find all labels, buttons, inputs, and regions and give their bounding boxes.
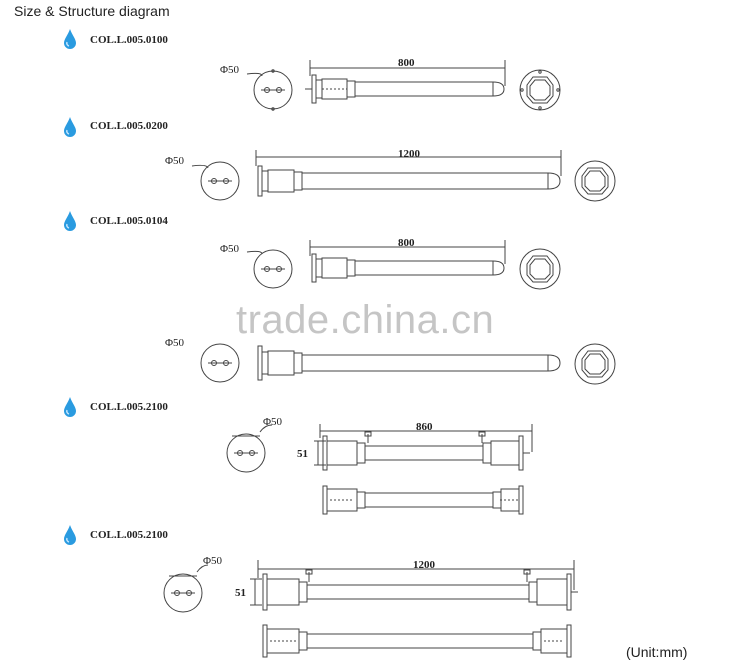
height-label: 51 bbox=[235, 587, 246, 599]
length-label: 1200 bbox=[398, 148, 421, 160]
end-view-circle bbox=[200, 343, 240, 383]
dimension-line bbox=[255, 150, 562, 176]
diameter-label: Φ50 bbox=[263, 416, 283, 428]
watermark: trade.china.cn bbox=[236, 298, 495, 342]
length-label: 800 bbox=[398, 237, 415, 249]
end-view-circle bbox=[191, 161, 240, 201]
dimension-line bbox=[309, 240, 506, 264]
end-view-circle bbox=[226, 424, 273, 473]
octagon-end-view bbox=[519, 248, 561, 290]
model-code: COL.L.005.0200 bbox=[90, 120, 168, 132]
diameter-label: Φ50 bbox=[220, 64, 240, 76]
end-view-circle bbox=[246, 69, 293, 111]
end-view-circle bbox=[163, 564, 209, 613]
water-drop-icon bbox=[64, 525, 76, 545]
octagon-end-view bbox=[519, 69, 561, 111]
length-label: 860 bbox=[416, 421, 433, 433]
tube-side-view bbox=[322, 431, 530, 471]
length-label: 800 bbox=[398, 57, 415, 69]
dimension-line bbox=[314, 424, 533, 466]
diameter-label: Φ50 bbox=[220, 243, 240, 255]
tube-side-view bbox=[305, 74, 505, 104]
model-code: COL.L.005.2100 bbox=[90, 401, 168, 413]
diameter-label: Φ50 bbox=[165, 155, 185, 167]
water-drop-icon bbox=[64, 29, 76, 49]
water-drop-icon bbox=[64, 117, 76, 137]
water-drop-icon bbox=[64, 397, 76, 417]
height-label: 51 bbox=[297, 448, 308, 460]
diameter-label: Φ50 bbox=[203, 555, 223, 567]
diameter-label: Φ50 bbox=[165, 337, 185, 349]
dimension-line bbox=[309, 60, 506, 86]
dimension-line bbox=[250, 560, 575, 606]
tube-side-view bbox=[257, 165, 561, 197]
model-code: COL.L.005.0104 bbox=[90, 215, 168, 227]
page-title: Size & Structure diagram bbox=[14, 3, 170, 19]
water-drop-icon bbox=[64, 211, 76, 231]
unit-label: (Unit:mm) bbox=[626, 644, 688, 660]
length-label: 1200 bbox=[413, 559, 436, 571]
end-view-circle bbox=[246, 249, 293, 289]
model-code: COL.L.005.0100 bbox=[90, 34, 168, 46]
model-code: COL.L.005.2100 bbox=[90, 529, 168, 541]
octagon-end-view bbox=[574, 343, 616, 385]
tube-side-view bbox=[257, 345, 561, 381]
tube-bottom-view bbox=[322, 485, 524, 515]
tube-side-view bbox=[262, 569, 578, 611]
tube-bottom-view bbox=[262, 624, 572, 658]
octagon-end-view bbox=[574, 160, 616, 202]
tube-side-view bbox=[311, 253, 505, 283]
